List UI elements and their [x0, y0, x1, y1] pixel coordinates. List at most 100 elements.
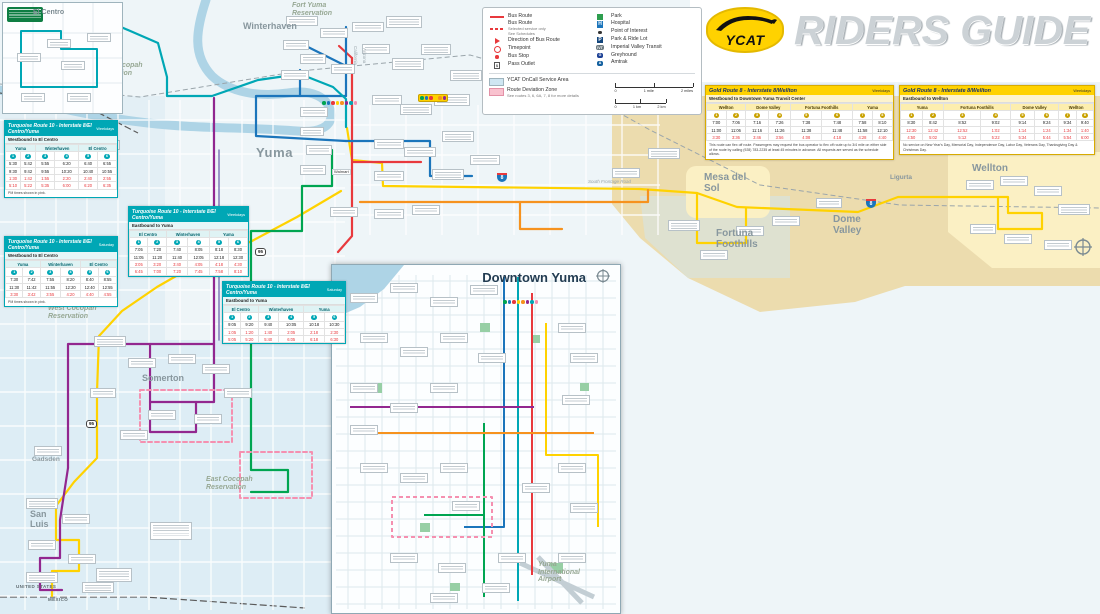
stop-callout — [224, 388, 252, 398]
schedule-time: 12:10 — [871, 126, 894, 135]
stop-callout — [390, 553, 418, 563]
timepoint-number: 3 — [754, 112, 760, 119]
park-glyph — [597, 13, 603, 20]
amtrak-icon: A — [592, 60, 608, 66]
stop-callout — [562, 395, 590, 405]
timepooint-header: 1 — [4, 267, 24, 277]
schedule-time: 6:40 — [78, 159, 99, 169]
highway-shield: 95 — [86, 420, 97, 428]
stop-callout — [28, 540, 56, 550]
schedule-time: 11:58 — [852, 126, 873, 135]
schedule-time: 6:20 — [54, 159, 80, 169]
riders-guide-title: RIDERS GUIDE — [794, 6, 1091, 53]
schedule-day-tag: Saturday — [326, 287, 342, 292]
schedule-time: 1:20 — [240, 328, 259, 337]
timepoint-number: 6 — [235, 239, 241, 246]
route-bullet — [521, 300, 525, 304]
timepooint-header: 6 — [1034, 110, 1060, 120]
schedule-time: 7:30 — [4, 275, 24, 285]
pass-glyph: $ — [493, 61, 501, 69]
schedule-time: 11:40 — [165, 253, 189, 262]
legend-item-label: Pass Outlet — [508, 61, 535, 68]
highway-shield: 95 — [255, 248, 266, 256]
stop-callout — [772, 216, 800, 226]
schedule-day-tag: Weekdays — [96, 126, 114, 131]
highway-shield: 8 — [497, 173, 507, 182]
line-dashed-glyph — [490, 27, 504, 30]
map-label: Fort Yuma Reservation — [292, 2, 333, 17]
pr-glyph: P — [596, 36, 604, 44]
schedule-group-header: Winterhaven — [35, 143, 80, 153]
schedule-group-header: Yuma — [4, 143, 37, 153]
stop-callout — [96, 568, 132, 582]
timepooint-header: 8 — [1075, 110, 1095, 120]
schedule-group-header: Yuma — [5, 259, 41, 269]
timepoint-glyph — [493, 45, 501, 53]
stop-callout — [570, 353, 598, 363]
schedule-group-header: Fortuna Foothills — [943, 102, 1011, 112]
legend-item-label: Bus Stop — [508, 53, 530, 60]
route-bullet — [438, 96, 442, 100]
transfer-hub-route-bullets — [321, 100, 358, 106]
schedule-time: 4:18 — [821, 133, 854, 142]
map-label: Yuma — [256, 145, 294, 160]
stop-callout — [374, 139, 404, 149]
schedule-time: 12:20 — [59, 283, 82, 292]
map-label: MEXICO — [48, 597, 69, 602]
schedule-direction: Eastbound to Yuma — [223, 297, 345, 305]
schedule-time: 7:05 — [128, 245, 149, 255]
stop-callout — [21, 93, 45, 102]
timepooint-header: 4 — [767, 110, 792, 120]
schedule-time: 6:30 — [323, 335, 346, 344]
pass-icon: $ — [489, 61, 505, 69]
stop-callout — [34, 446, 62, 456]
timepoint-number: 5 — [1019, 112, 1026, 119]
timepoint-number: 3 — [47, 269, 53, 276]
timepoint-number: 4 — [63, 153, 70, 160]
stop-callout — [390, 283, 418, 293]
schedule-group-header: Dome Valley — [745, 102, 792, 112]
schedule-time: 8:40 — [80, 275, 100, 285]
schedule-group-header: El Centro — [223, 304, 259, 314]
schedule-time: 4:50 — [900, 133, 923, 142]
schedule-time: 8:52 — [943, 118, 982, 128]
schedule-time: 5:02 — [921, 133, 945, 142]
map-label: Winterhaven — [243, 21, 297, 31]
schedule-time: 7:20 — [147, 245, 167, 255]
park-icon — [592, 13, 608, 20]
stop-callout — [283, 40, 309, 50]
stop-callout — [392, 58, 424, 70]
timepooint-header: 6 — [227, 237, 249, 247]
stop-callout — [442, 131, 474, 142]
schedule-time: 1:30 — [4, 174, 22, 183]
ivt-glyph: IVT — [595, 45, 605, 51]
hospital-glyph: H — [596, 21, 604, 28]
schedule-title: Turquoise Route 10 - Interstate 8/El Cen… — [8, 238, 92, 251]
schedule-time: 12:30 — [900, 126, 923, 135]
downtown-yuma-inset: Downtown Yuma Yuma International Airport — [331, 264, 621, 614]
timepooint-header: 5 — [790, 110, 823, 120]
schedule-time: 5:22 — [980, 133, 1011, 142]
schedule-time: 2:40 — [78, 174, 99, 183]
deviation-sublabel: See routes 3, 6, 6A, 7, 8 for more detai… — [507, 92, 579, 98]
stop-callout — [558, 463, 586, 473]
stop-callout — [440, 333, 468, 343]
timepooint-header: 3 — [39, 267, 61, 277]
timepooint-header: 6 — [821, 110, 854, 120]
timepoint-number: 2 — [930, 112, 936, 119]
